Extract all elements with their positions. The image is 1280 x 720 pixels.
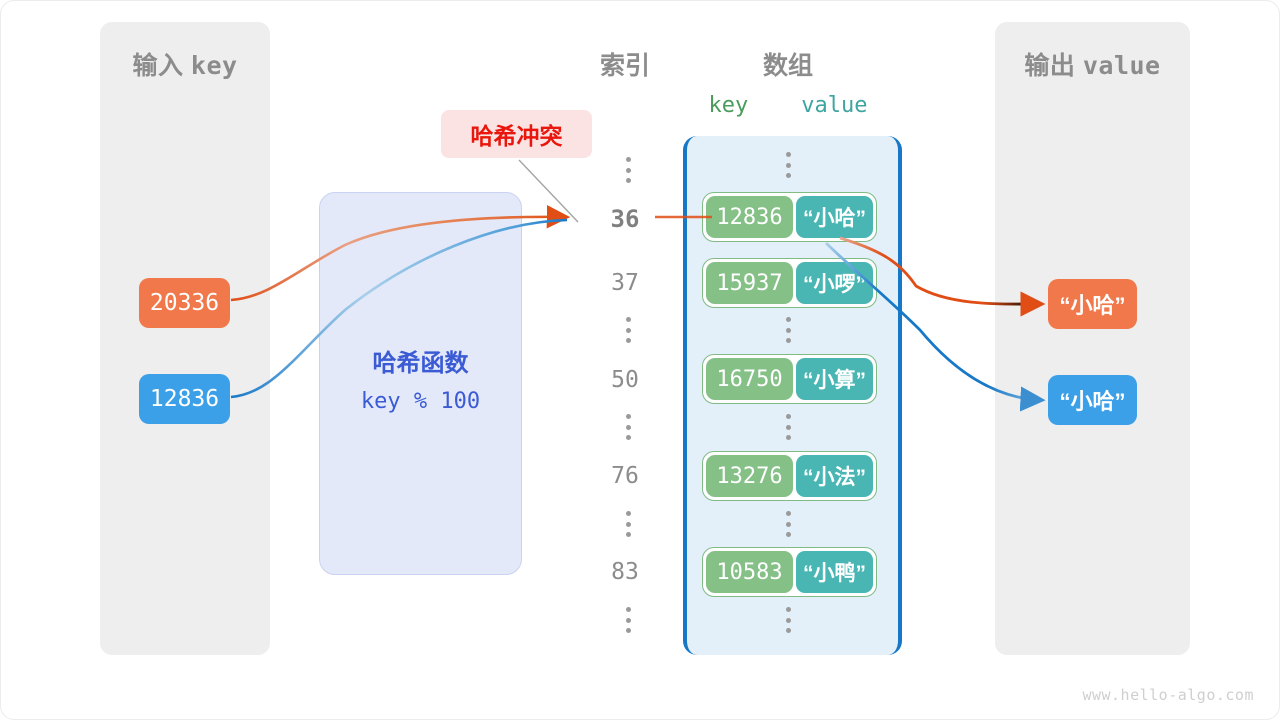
array-ellipsis-3 [778, 511, 798, 537]
output-panel-title-cjk: 输出 [1024, 52, 1076, 80]
collision-badge-label: 哈希冲突 [470, 123, 563, 149]
input-panel-title: 输入 key [100, 46, 270, 82]
output-panel: 输出 value [995, 22, 1190, 655]
bucket-key-83: 10583 [706, 551, 793, 593]
bucket-key-37: 15937 [706, 262, 793, 304]
bucket-key-50: 16750 [706, 358, 793, 400]
output-panel-title: 输出 value [995, 46, 1190, 82]
bucket-value-37: “小啰” [795, 262, 873, 304]
input-panel-title-mono: key [190, 51, 238, 80]
bucket-row-83[interactable]: 10583 “小鸭” [702, 547, 877, 597]
output-value-1[interactable]: “小哈” [1048, 375, 1137, 425]
collision-leader-line [518, 159, 579, 223]
hash-function-label: 哈希函数 [372, 350, 469, 377]
array-ellipsis-0 [778, 152, 798, 178]
bucket-row-37[interactable]: 15937 “小啰” [702, 258, 877, 308]
array-ellipsis-1 [778, 317, 798, 343]
array-ellipsis-2 [778, 414, 798, 440]
input-key-1-label: 12836 [149, 386, 220, 412]
index-ellipsis-4 [618, 607, 638, 633]
bucket-value-83: “小鸭” [795, 551, 873, 593]
bucket-key-76: 13276 [706, 455, 793, 497]
input-panel-title-cjk: 输入 [132, 52, 184, 80]
value-header-label: value [801, 93, 868, 118]
input-panel: 输入 key [100, 22, 270, 655]
collision-badge: 哈希冲突 [441, 110, 592, 158]
index-label-50: 50 [611, 367, 639, 393]
input-key-0-label: 20336 [149, 290, 220, 316]
bucket-value-36: “小哈” [795, 196, 873, 238]
index-ellipsis-1 [618, 317, 638, 343]
index-label-37: 37 [611, 270, 639, 296]
bucket-row-76[interactable]: 13276 “小法” [702, 451, 877, 501]
index-column-header: 索引 [599, 52, 650, 80]
array-column-header: 数组 [762, 52, 813, 80]
output-value-1-label: “小哈” [1059, 389, 1126, 414]
watermark: www.hello-algo.com [1082, 686, 1254, 704]
index-label-83: 83 [611, 559, 639, 585]
bucket-row-50[interactable]: 16750 “小算” [702, 354, 877, 404]
hash-function-box: 哈希函数 key % 100 [319, 192, 522, 575]
key-header-label: key [708, 93, 749, 118]
index-label-76: 76 [611, 463, 639, 489]
input-key-0[interactable]: 20336 [139, 278, 230, 328]
output-value-0[interactable]: “小哈” [1048, 279, 1137, 329]
bucket-value-50: “小算” [795, 358, 873, 400]
index-label-36: 36 [610, 205, 640, 233]
input-key-1[interactable]: 12836 [139, 374, 230, 424]
index-ellipsis-2 [618, 414, 638, 440]
bucket-value-76: “小法” [795, 455, 873, 497]
key-value-header: key value [693, 93, 883, 118]
array-ellipsis-4 [778, 607, 798, 633]
output-value-0-label: “小哈” [1059, 293, 1126, 318]
bucket-key-36: 12836 [706, 196, 793, 238]
index-ellipsis-0 [618, 157, 638, 183]
hash-function-expression: key % 100 [360, 389, 481, 414]
output-panel-title-mono: value [1082, 51, 1161, 80]
index-ellipsis-3 [618, 511, 638, 537]
bucket-row-36[interactable]: 12836 “小哈” [702, 192, 877, 242]
